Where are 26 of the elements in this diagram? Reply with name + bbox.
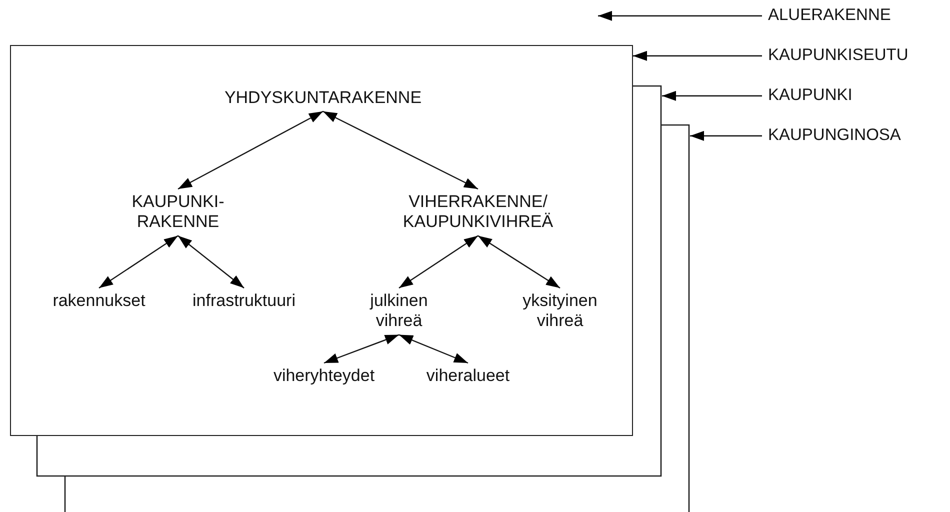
arrow xyxy=(98,235,178,288)
concept-label: VIHERRAKENNE/ KAUPUNKIVIHREÄ xyxy=(378,192,578,233)
level-label: KAUPUNKI xyxy=(768,86,852,106)
concept-label: julkinen vihreä xyxy=(359,291,439,332)
arrow xyxy=(633,50,762,61)
arrow xyxy=(598,10,762,21)
arrow xyxy=(322,110,478,190)
concept-label: KAUPUNKI-RAKENNE xyxy=(123,192,233,233)
concept-label: rakennukset xyxy=(52,291,146,312)
arrow xyxy=(178,235,244,288)
concept-label: infrastruktuuri xyxy=(192,291,296,312)
arrow xyxy=(478,235,560,288)
arrow xyxy=(398,235,478,288)
concept-label: yksityinen vihreä xyxy=(515,291,605,332)
frame-box xyxy=(10,45,633,436)
concept-label: YHDYSKUNTARAKENNE xyxy=(224,88,422,108)
level-label: ALUERAKENNE xyxy=(768,6,891,26)
arrow xyxy=(690,130,762,141)
level-label: KAUPUNGINOSA xyxy=(768,126,901,146)
arrow xyxy=(398,334,468,364)
concept-label: viheryhteydet xyxy=(273,366,375,386)
concept-label: viheralueet xyxy=(426,366,510,386)
level-label: KAUPUNKISEUTU xyxy=(768,46,908,66)
arrow xyxy=(178,110,324,190)
arrow xyxy=(662,90,762,101)
arrow xyxy=(324,334,400,364)
